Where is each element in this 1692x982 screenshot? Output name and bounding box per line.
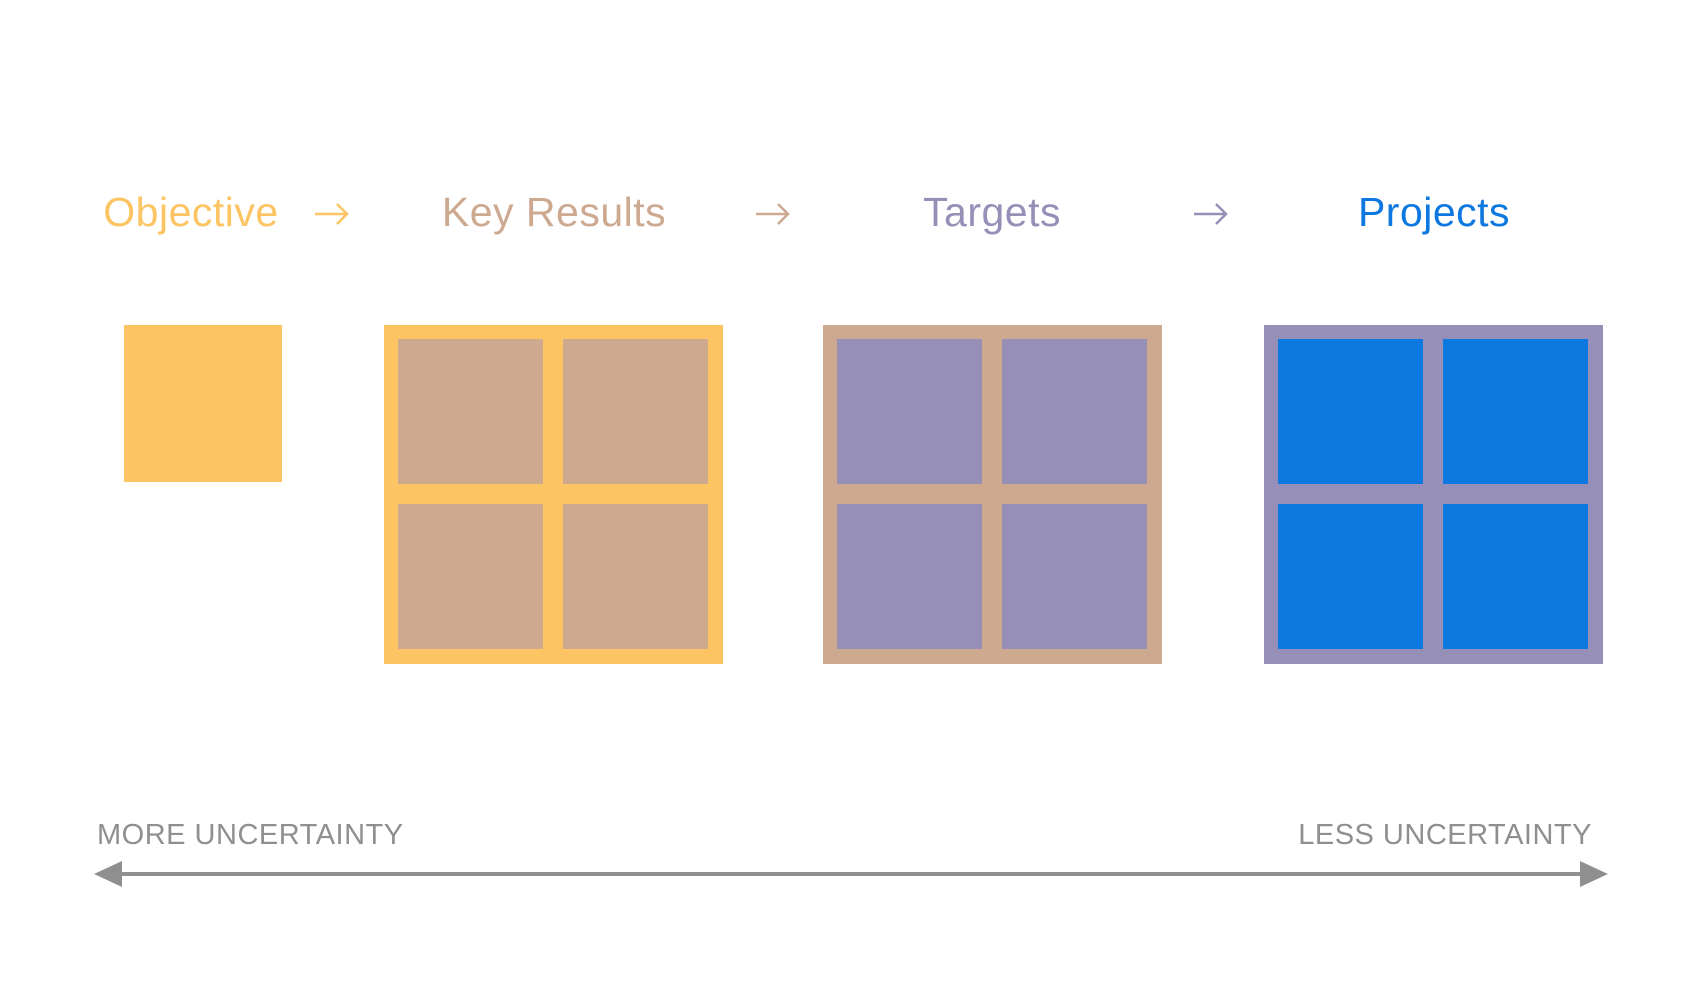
arrow-right-icon — [756, 203, 790, 225]
project-cell — [1443, 339, 1588, 484]
target-cell — [1002, 504, 1147, 649]
project-cell — [1278, 339, 1423, 484]
uncertainty-axis-double-arrow — [94, 861, 1608, 887]
stage-label-objective: Objective — [103, 189, 279, 235]
key-results-block — [384, 325, 723, 664]
arrow-right-icon — [1194, 203, 1228, 225]
objective-block — [124, 325, 282, 482]
key-result-cell — [398, 339, 543, 484]
arrow-right-icon — [1580, 861, 1608, 887]
stage-label-targets: Targets — [923, 189, 1061, 235]
target-cell — [837, 339, 982, 484]
more-uncertainty-label: MORE UNCERTAINTY — [97, 819, 404, 851]
target-cell — [1002, 339, 1147, 484]
stage-label-projects: Projects — [1357, 189, 1511, 235]
key-result-cell — [398, 504, 543, 649]
stage-label-key-results: Key Results — [441, 189, 667, 235]
arrow-left-icon — [94, 861, 122, 887]
project-cell — [1443, 504, 1588, 649]
key-result-cell — [563, 504, 708, 649]
targets-block — [823, 325, 1162, 664]
project-cell — [1278, 504, 1423, 649]
projects-block — [1264, 325, 1603, 664]
key-result-cell — [563, 339, 708, 484]
target-cell — [837, 504, 982, 649]
less-uncertainty-label: LESS UNCERTAINTY — [1298, 819, 1592, 851]
arrow-right-icon — [315, 203, 349, 225]
